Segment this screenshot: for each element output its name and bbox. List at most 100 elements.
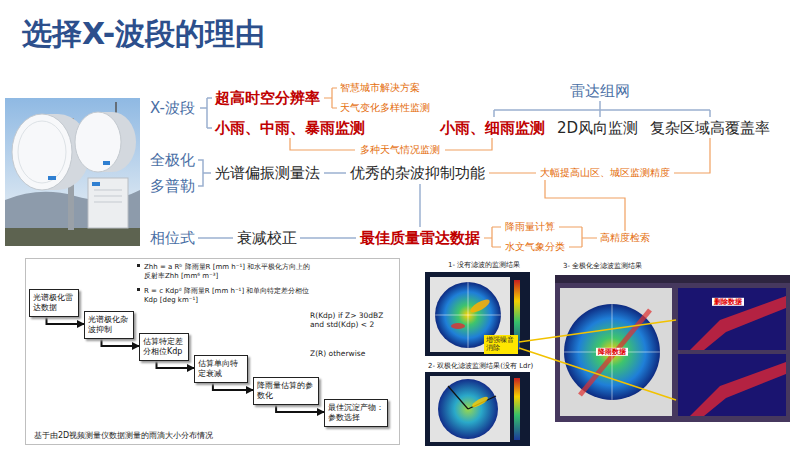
benefit-link (324, 88, 337, 108)
concept-link (494, 101, 710, 117)
concept-link (198, 160, 211, 186)
concept-link (200, 98, 212, 128)
step-text: 降雨量估算的参数化 (257, 381, 315, 401)
benefit-note: 智慧城市解决方案 (340, 82, 420, 94)
process-step: 最佳沉淀产物：参数选择 (324, 399, 388, 427)
radar-image-dual-filtered (430, 376, 510, 442)
radar-photo (92, 182, 100, 186)
concept-link (324, 172, 346, 174)
key-benefit: 超高时空分辨率 (215, 89, 320, 107)
radar-image-unfiltered (468, 297, 491, 315)
radar-photo (88, 178, 128, 228)
radar-photo (103, 161, 110, 165)
radar-image-dual-filtered (438, 379, 498, 439)
benefit-term: 复杂区域高覆盖率 (650, 119, 770, 137)
method-note: Z(R) otherwise (310, 349, 394, 358)
key-benefit: 小雨、细雨监测 (440, 119, 545, 137)
benefit-link (545, 180, 625, 231)
method-note: R(Kdp) if Z> 30dBZ and std(Kdp) < 2 (310, 311, 394, 330)
radar-image-full-filtered (580, 310, 650, 395)
radar-image-dual-filtered (471, 395, 490, 409)
radar-photo (18, 121, 66, 183)
step-text: 光谱极化杂波抑制 (88, 315, 130, 335)
image-title: 3- 全极化全滤波监测结果 (563, 262, 642, 270)
note-bullet (137, 288, 140, 291)
image-title: 2- 双极化滤波监测结果(没有 Ldr) (428, 362, 533, 370)
step-text: 光谱极化雷达数据 (33, 293, 75, 313)
radar-image-unfiltered (451, 323, 465, 329)
image-annotation: 删除数据 (712, 298, 744, 306)
radar-image-full-filtered (560, 288, 672, 416)
benefit-link (674, 138, 710, 173)
method-note: Zhh = a Rᵇ 降雨量R [mm h⁻¹] 和水平极化方向上的反射率Zhh… (144, 263, 316, 281)
process-step: 估算特定差分相位Kdp (139, 333, 189, 361)
radar-photo (5, 98, 140, 246)
radar-photo (48, 176, 56, 180)
process-step: 光谱极化杂波抑制 (84, 311, 134, 339)
highlight-tag: 增强噪音消除 (484, 335, 518, 354)
flow-arrow (102, 339, 140, 346)
radar-image-full-filtered (564, 304, 660, 400)
feature-term: 雷达组网 (570, 82, 630, 100)
benefit-term: 衰减校正 (237, 229, 297, 247)
feature-term: X-波段 (150, 99, 195, 117)
concept-link (300, 237, 356, 239)
radar-image-full-filtered (678, 288, 786, 350)
radar-image-full-filtered (690, 296, 786, 350)
radar-image-dual-filtered (448, 386, 468, 409)
benefit-note: 降雨量计算 (505, 221, 555, 233)
feature-term: 全极化 (150, 151, 195, 169)
radar-image-dual-filtered (425, 372, 530, 446)
feature-term: 多普勒 (150, 177, 195, 195)
tag-text: 增强噪音消除 (486, 336, 516, 353)
radar-photo (5, 228, 140, 246)
benefit-note: 天气变化多样性监测 (340, 102, 430, 114)
image-annotation: 降雨数据 (596, 348, 628, 356)
radar-image-full-filtered (678, 354, 786, 416)
radar-photo (12, 114, 72, 190)
step-text: 最佳沉淀产物：参数选择 (328, 403, 384, 423)
benefit-term: 光谱偏振测量法 (215, 164, 320, 182)
radar-photo (75, 112, 121, 172)
benefit-term: 优秀的杂波抑制功能 (350, 164, 485, 182)
radar-image-full-filtered (555, 275, 790, 422)
highlight-leader (519, 320, 676, 342)
radar-photo (94, 196, 122, 197)
process-step: 降雨量估算的参数化 (253, 377, 319, 405)
benefit-link (290, 88, 710, 247)
method-note: R = c Kdpᵈ 降雨量R [mm h⁻¹] 和单向特定差分相位Kdp [d… (144, 287, 316, 305)
radar-photo (94, 190, 122, 191)
method-panel: Zhh = a Rᵇ 降雨量R [mm h⁻¹] 和水平极化方向上的反射率Zhh… (25, 258, 400, 445)
key-benefit: 最佳质量雷达数据 (360, 229, 480, 247)
radar-image-full-filtered (555, 275, 790, 422)
flow-arrow (276, 405, 324, 412)
benefit-note: 高精度检索 (600, 232, 650, 244)
concept-link (198, 237, 233, 239)
radar-image-unfiltered (425, 272, 530, 356)
radar-image-full-filtered (690, 362, 786, 416)
benefit-term: 2D风向监测 (557, 119, 638, 137)
radar-image-unfiltered (425, 272, 530, 356)
benefit-note: 大幅提高山区、城区监测精度 (540, 167, 670, 179)
method-note: 基于由2D视频测量仪数据测量的雨滴大小分布情况 (34, 431, 374, 441)
benefit-link (489, 172, 536, 173)
radar-image-full-filtered (555, 275, 790, 283)
process-step: 估算单向特定衰减 (194, 355, 248, 383)
radar-image-dual-filtered (514, 378, 520, 440)
image-title: 1- 没有滤波的监测结果 (448, 261, 520, 269)
flow-arrow (213, 383, 253, 390)
benefit-note: 水文气象分类 (505, 241, 565, 253)
concept-link (198, 98, 710, 238)
step-text: 估算特定差分相位Kdp (143, 337, 185, 357)
feature-term: 相位式 (150, 229, 195, 247)
highlight-leader (519, 348, 676, 400)
flow-arrow (47, 317, 85, 324)
flow-arrow (157, 361, 195, 368)
slide-title: 选择X-波段的理由 (22, 16, 265, 52)
benefit-note: 多种天气情况监测 (360, 144, 440, 156)
radar-image-dual-filtered (425, 372, 530, 446)
process-step: 光谱极化雷达数据 (29, 289, 79, 317)
